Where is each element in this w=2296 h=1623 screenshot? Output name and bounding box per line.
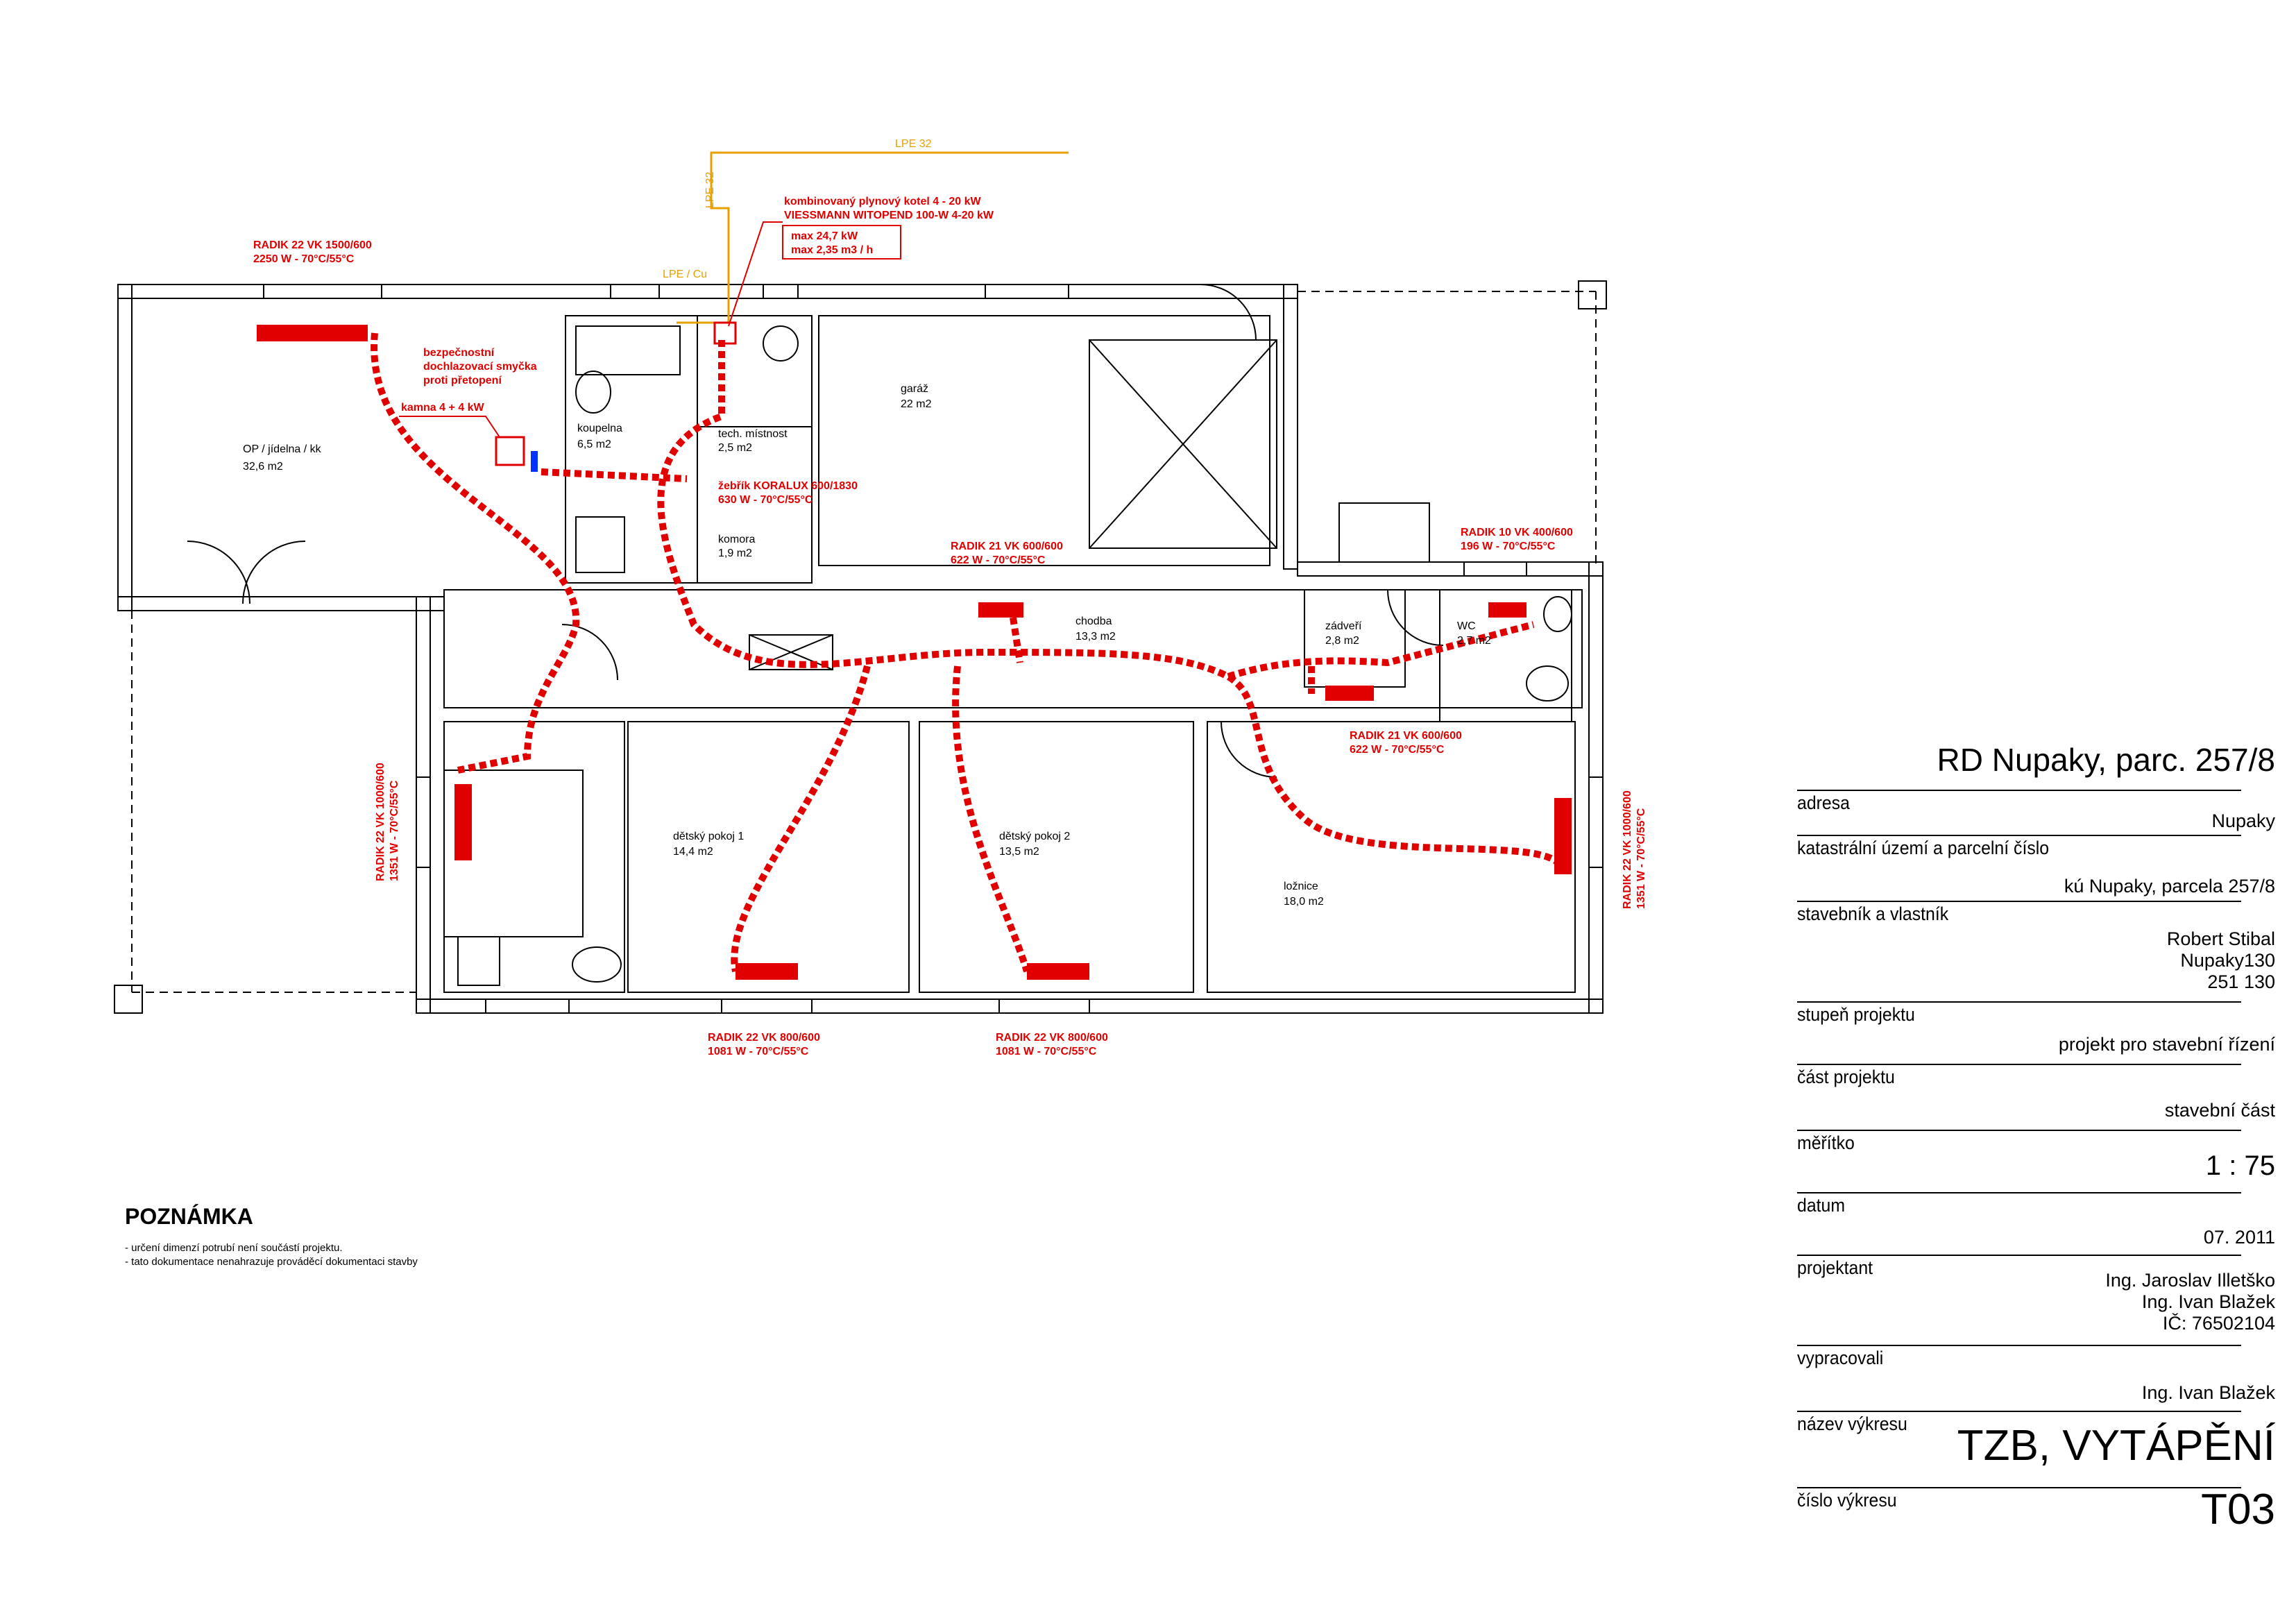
room-area-kids2: 13,5 m2 (999, 846, 1039, 858)
note-line2: - tato dokumentace nenahrazuje prováděcí… (125, 1256, 418, 1268)
room-area-tech: 2,5 m2 (718, 442, 752, 454)
radiator-label-6: RADIK 22 VK 1000/600 (375, 763, 386, 881)
safety-line3: proti přetopení (423, 375, 502, 386)
cadastre-label: katastrální území a parcelní číslo (1797, 838, 2050, 858)
address-label: adresa (1797, 792, 1850, 813)
ladder-label: žebřík KORALUX 600/1830 (718, 480, 858, 492)
radiator-kids1 (735, 963, 798, 980)
date-label: datum (1797, 1195, 1846, 1216)
room-name-tech: tech. místnost (718, 428, 788, 440)
radiator-label-1: RADIK 21 VK 600/600 (951, 541, 1063, 552)
room-name-entry: zádveří (1325, 620, 1362, 632)
radiator-spec-3: 622 W - 70°C/55°C (1350, 744, 1445, 756)
date-value: 07. 2011 (2203, 1227, 2275, 1248)
stove-unit (495, 436, 525, 466)
radiator-label-4: RADIK 22 VK 800/600 (708, 1032, 820, 1044)
room-area-kids1: 14,4 m2 (673, 846, 713, 858)
room-area-garage: 22 m2 (901, 398, 932, 410)
radiator-spec-4: 1081 W - 70°C/55°C (708, 1046, 809, 1057)
room-area-hall: 13,3 m2 (1075, 631, 1116, 643)
stage-value: projekt pro stavební řízení (2058, 1034, 2275, 1055)
project-title: RD Nupaky, parc. 257/8 (1937, 742, 2276, 778)
room-name-bedroom: ložnice (1284, 881, 1318, 892)
windows (263, 284, 1604, 1014)
radiator-spec-0: 2250 W - 70°C/55°C (253, 253, 355, 265)
room-name-wc: WC (1457, 620, 1476, 632)
address-value: Nupaky (2211, 810, 2275, 831)
stage-label: stupeň projektu (1797, 1004, 1915, 1025)
safety-line2: dochlazovací smyčka (423, 361, 537, 373)
radiator-spec-5: 1081 W - 70°C/55°C (996, 1046, 1097, 1057)
heating-pipes (371, 332, 1565, 973)
boiler-max2: max 2,35 m3 / h (791, 244, 873, 256)
boiler-max-box (782, 225, 901, 260)
radiator-spec-2: 196 W - 70°C/55°C (1461, 541, 1556, 552)
boiler-max1: max 24,7 kW (791, 230, 858, 242)
drawing-value: TZB, VYTÁPĚNÍ (1957, 1422, 2275, 1470)
number-value: T03 (2201, 1486, 2275, 1533)
scale-value: 1 : 75 (2205, 1150, 2275, 1181)
radiator-bodies (257, 321, 1572, 980)
room-area-living: 32,6 m2 (243, 461, 283, 473)
radiator-label-2: RADIK 10 VK 400/600 (1461, 527, 1573, 538)
ladder-spec: 630 W - 70°C/55°C (718, 494, 813, 506)
designer-label: projektant (1797, 1257, 1873, 1278)
radiator-entry (1325, 686, 1374, 701)
safety-valve-icon (531, 451, 538, 472)
safety-line1: bezpečnostní (423, 347, 495, 359)
note-title: POZNÁMKA (125, 1204, 253, 1229)
prepared-label: vypracovali (1797, 1348, 1884, 1368)
scale-label: měřítko (1797, 1132, 1855, 1153)
note-line1: - určení dimenzí potrubí není součástí p… (125, 1242, 343, 1254)
radiator-label-7: RADIK 22 VK 1000/600 (1622, 790, 1633, 909)
room-name-kids2: dětský pokoj 2 (999, 831, 1070, 842)
room-name-pantry: komora (718, 534, 755, 545)
room-name-hall: chodba (1075, 615, 1112, 627)
radiator-living (257, 325, 368, 341)
owner-label: stavebník a vlastník (1797, 903, 1949, 924)
boiler-line2: VIESSMANN WITOPEND 100-W 4-20 kW (784, 210, 994, 221)
boiler-line1: kombinovaný plynový kotel 4 - 20 kW (784, 196, 982, 207)
gas-pipe-label-1: LPE 32 (895, 138, 932, 150)
radiator-spec-6: 1351 W - 70°C/55°C (389, 780, 400, 881)
drawing-label: název výkresu (1797, 1413, 1907, 1434)
number-label: číslo výkresu (1797, 1490, 1897, 1511)
room-area-entry: 2,8 m2 (1325, 635, 1359, 647)
prepared-value: Ing. Ivan Blažek (2141, 1382, 2275, 1403)
room-name-garage: garáž (901, 383, 928, 395)
radiator-kitchen (454, 784, 472, 860)
owner-value: Robert Stibal Nupaky130 251 130 (2166, 928, 2275, 992)
designer-value: Ing. Jaroslav Illetško Ing. Ivan Blažek … (2105, 1270, 2275, 1334)
boiler-unit (713, 321, 737, 345)
gas-pipe-label-2: LPE 32 (704, 171, 716, 208)
walls (114, 280, 1607, 1014)
radiator-wc (1488, 602, 1527, 618)
room-area-wc: 2,7 m2 (1457, 635, 1491, 647)
room-area-bath: 6,5 m2 (577, 439, 611, 450)
part-value: stavební část (2164, 1100, 2275, 1121)
radiator-bedroom (1554, 798, 1572, 874)
stove-label: kamna 4 + 4 kW (401, 402, 485, 414)
radiator-spec-1: 622 W - 70°C/55°C (951, 554, 1046, 566)
radiator-spec-7: 1351 W - 70°C/55°C (1635, 808, 1647, 909)
room-area-bedroom: 18,0 m2 (1284, 896, 1324, 908)
cadastre-value: kú Nupaky, parcela 257/8 (2064, 876, 2275, 897)
room-name-bath: koupelna (577, 423, 622, 434)
radiator-label-5: RADIK 22 VK 800/600 (996, 1032, 1108, 1044)
room-name-kids1: dětský pokoj 1 (673, 831, 744, 842)
gas-pipe-label-3: LPE / Cu (663, 269, 707, 280)
radiator-label-0: RADIK 22 VK 1500/600 (253, 239, 372, 251)
room-name-living: OP / jídelna / kk (243, 443, 322, 455)
radiator-hall (978, 602, 1023, 618)
radiator-kids2 (1027, 963, 1089, 980)
room-area-pantry: 1,9 m2 (718, 547, 752, 559)
part-label: část projektu (1797, 1067, 1895, 1087)
radiator-label-3: RADIK 21 VK 600/600 (1350, 730, 1462, 742)
